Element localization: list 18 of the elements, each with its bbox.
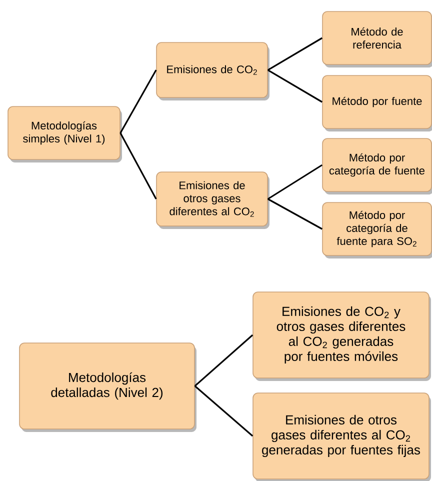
process-box: Método de referencia (322, 11, 432, 68)
process-box: Emisiones de CO$_{2}$ (156, 42, 270, 100)
process-box: Método por categoría de fuente para SO$_{2}$ (322, 202, 432, 258)
connector-line (120, 70, 157, 134)
process-box: Método por categoría de fuente (322, 138, 432, 194)
process-box: Metodologías simples (Nivel 1) (8, 106, 122, 162)
process-box: Emisiones de CO$_{2}$ y otros gases diferentes al CO$_{2}$ generadas por fuentes móviles (252, 292, 431, 381)
connector-line (268, 37, 323, 71)
process-box: Emisiones de otros gases diferentes al CO$_{2}$ generadas por fuentes fijas (252, 392, 431, 481)
process-box: Metodologías detalladas (Nivel 2) (19, 342, 196, 432)
connector-line (268, 198, 322, 230)
connector-line (194, 385, 254, 437)
connector-line (268, 69, 322, 103)
connector-line (120, 132, 157, 200)
process-box: Método por fuente (322, 75, 432, 132)
connector-line (267, 164, 323, 200)
process-box: Emisiones de otros gases diferentes al CO$_{2}$ (156, 172, 270, 229)
connector-line (194, 334, 254, 387)
